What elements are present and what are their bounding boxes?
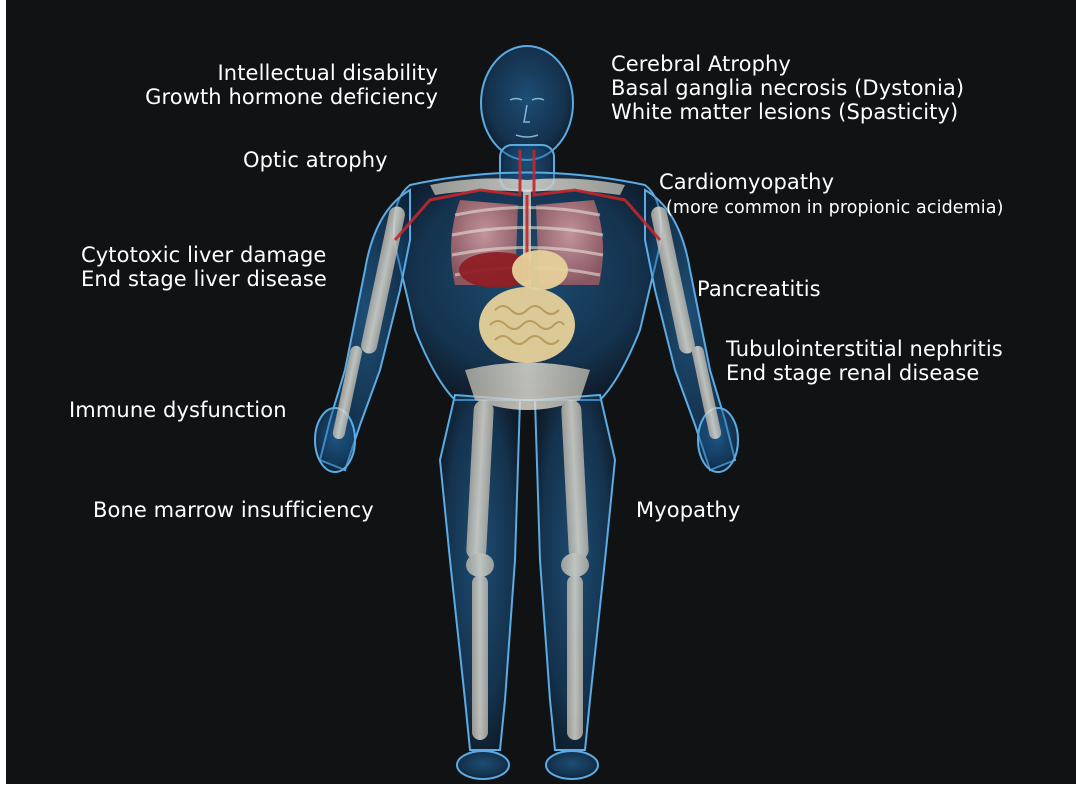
heart-note-label: (more common in propionic acidemia) [666, 197, 1004, 219]
kidney-line-1: Tubulointerstitial nephritis [726, 337, 1003, 361]
brain-line-3: White matter lesions (Spasticity) [611, 100, 964, 124]
brain-label: Cerebral Atrophy Basal ganglia necrosis … [611, 52, 964, 124]
kidney-label: Tubulointerstitial nephritis End stage r… [726, 337, 1003, 385]
muscle-label: Myopathy [636, 498, 740, 522]
cognitive-label: Intellectual disability Growth hormone d… [145, 61, 438, 109]
liver-label: Cytotoxic liver damage End stage liver d… [81, 243, 327, 291]
kidney-line-2: End stage renal disease [726, 361, 1003, 385]
brain-line-1: Cerebral Atrophy [611, 52, 964, 76]
pancreas-label: Pancreatitis [697, 277, 821, 301]
cognitive-line-2: Growth hormone deficiency [145, 85, 438, 109]
marrow-label: Bone marrow insufficiency [93, 498, 374, 522]
eye-label: Optic atrophy [243, 148, 388, 172]
liver-line-2: End stage liver disease [81, 267, 327, 291]
stomach [512, 250, 568, 290]
brain-line-2: Basal ganglia necrosis (Dystonia) [611, 76, 964, 100]
liver-line-1: Cytotoxic liver damage [81, 243, 327, 267]
intestines [479, 287, 575, 363]
heart-label: Cardiomyopathy [659, 170, 834, 194]
immune-label: Immune dysfunction [69, 398, 287, 422]
cognitive-line-1: Intellectual disability [145, 61, 438, 85]
